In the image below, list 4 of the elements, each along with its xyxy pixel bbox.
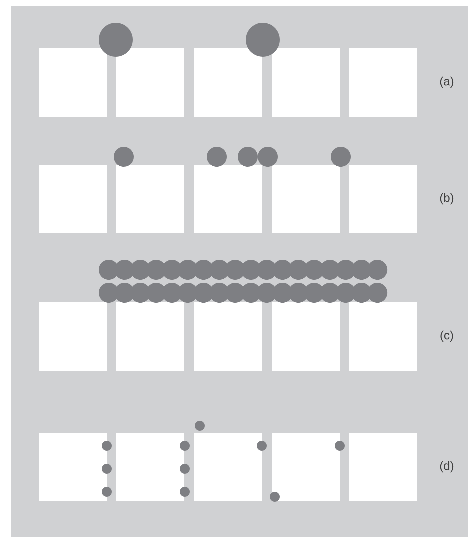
panel-label: (c) <box>440 330 454 342</box>
panel-label: (a) <box>440 76 454 88</box>
panel-label: (b) <box>440 193 454 205</box>
panel-label: (d) <box>440 461 454 473</box>
